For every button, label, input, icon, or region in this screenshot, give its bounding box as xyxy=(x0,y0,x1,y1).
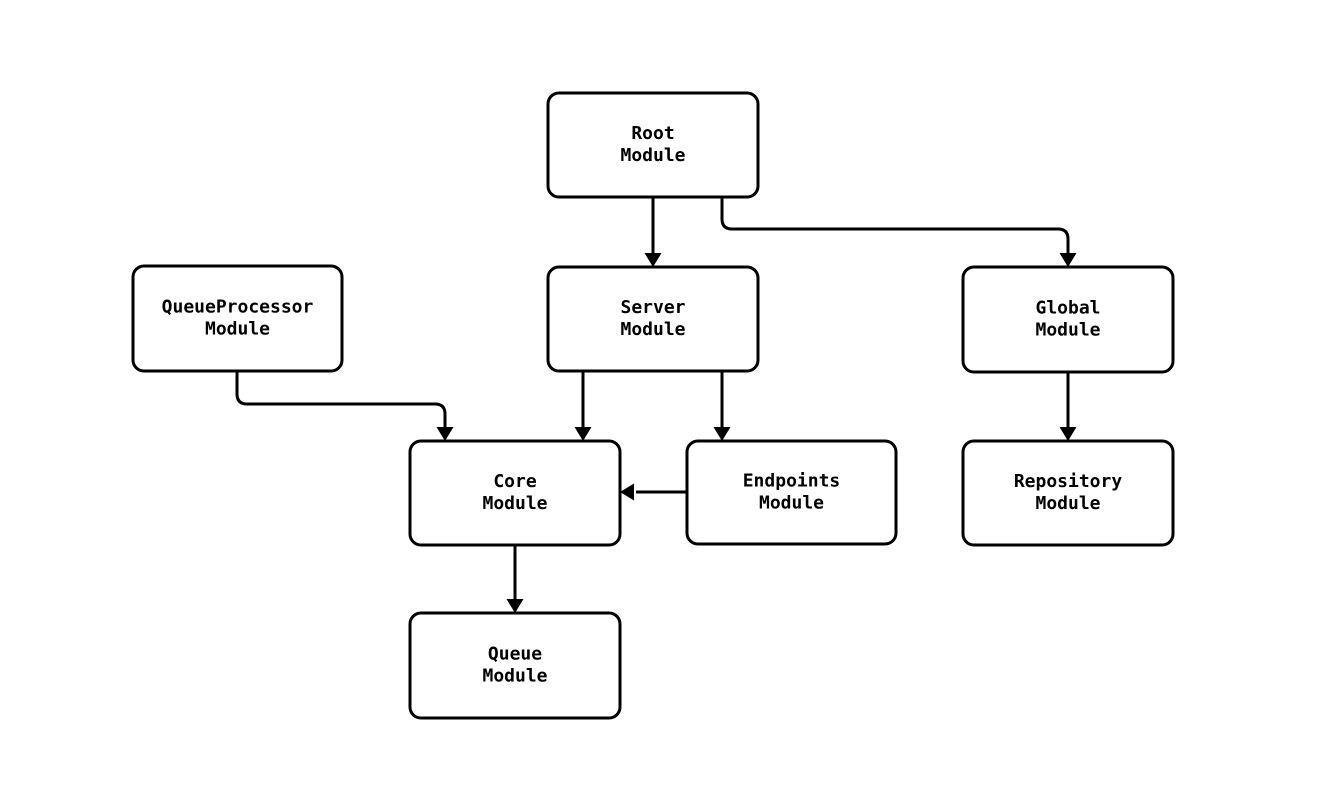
node-label-line2: Module xyxy=(620,145,685,166)
edge-line xyxy=(235,371,447,428)
node-label-line2: Module xyxy=(759,493,824,514)
edge-endpoints-to-core xyxy=(620,483,687,501)
node-box[interactable] xyxy=(961,265,1175,374)
node-label-line1: Queue xyxy=(488,644,542,665)
edges-layer xyxy=(235,197,1077,613)
edge-line xyxy=(720,197,1070,254)
node-label-line1: Repository xyxy=(1014,471,1123,492)
arrowhead-icon xyxy=(506,599,524,613)
edge-global-to-repository xyxy=(1059,372,1077,441)
node-box[interactable] xyxy=(408,611,622,720)
arrowhead-icon xyxy=(644,253,662,267)
node-label-line1: Root xyxy=(631,123,674,144)
node-box[interactable] xyxy=(685,439,898,546)
node-label-line2: Module xyxy=(482,666,547,687)
node-label-line2: Module xyxy=(1035,493,1100,514)
node-label-line1: Server xyxy=(620,297,685,318)
edge-root-to-server xyxy=(644,197,662,267)
edge-server-to-endpoints xyxy=(713,371,731,441)
arrowhead-icon xyxy=(620,483,634,501)
node-box[interactable] xyxy=(131,264,344,373)
node-label-line2: Module xyxy=(1035,320,1100,341)
arrowhead-icon xyxy=(1059,253,1077,267)
node-label-line2: Module xyxy=(482,493,547,514)
edge-core-to-queue xyxy=(506,545,524,613)
arrowhead-icon xyxy=(436,427,454,441)
arrowhead-icon xyxy=(1059,427,1077,441)
node-label-line2: Module xyxy=(620,319,685,340)
node-label-line1: Endpoints xyxy=(743,471,841,492)
node-label-line1: Core xyxy=(493,471,537,492)
node-box[interactable] xyxy=(961,439,1175,547)
node-label-line2: Module xyxy=(205,319,270,340)
edge-queueprocessor-to-core xyxy=(235,371,454,441)
arrowhead-icon xyxy=(713,427,731,441)
edge-root-to-global xyxy=(720,197,1077,267)
edge-server-to-core xyxy=(574,371,592,441)
arrowhead-icon xyxy=(574,427,592,441)
node-label-line1: QueueProcessor xyxy=(162,297,314,318)
node-box[interactable] xyxy=(408,439,622,547)
node-box[interactable] xyxy=(546,265,760,373)
node-box[interactable] xyxy=(546,91,760,199)
node-label-line1: Global xyxy=(1035,298,1100,319)
